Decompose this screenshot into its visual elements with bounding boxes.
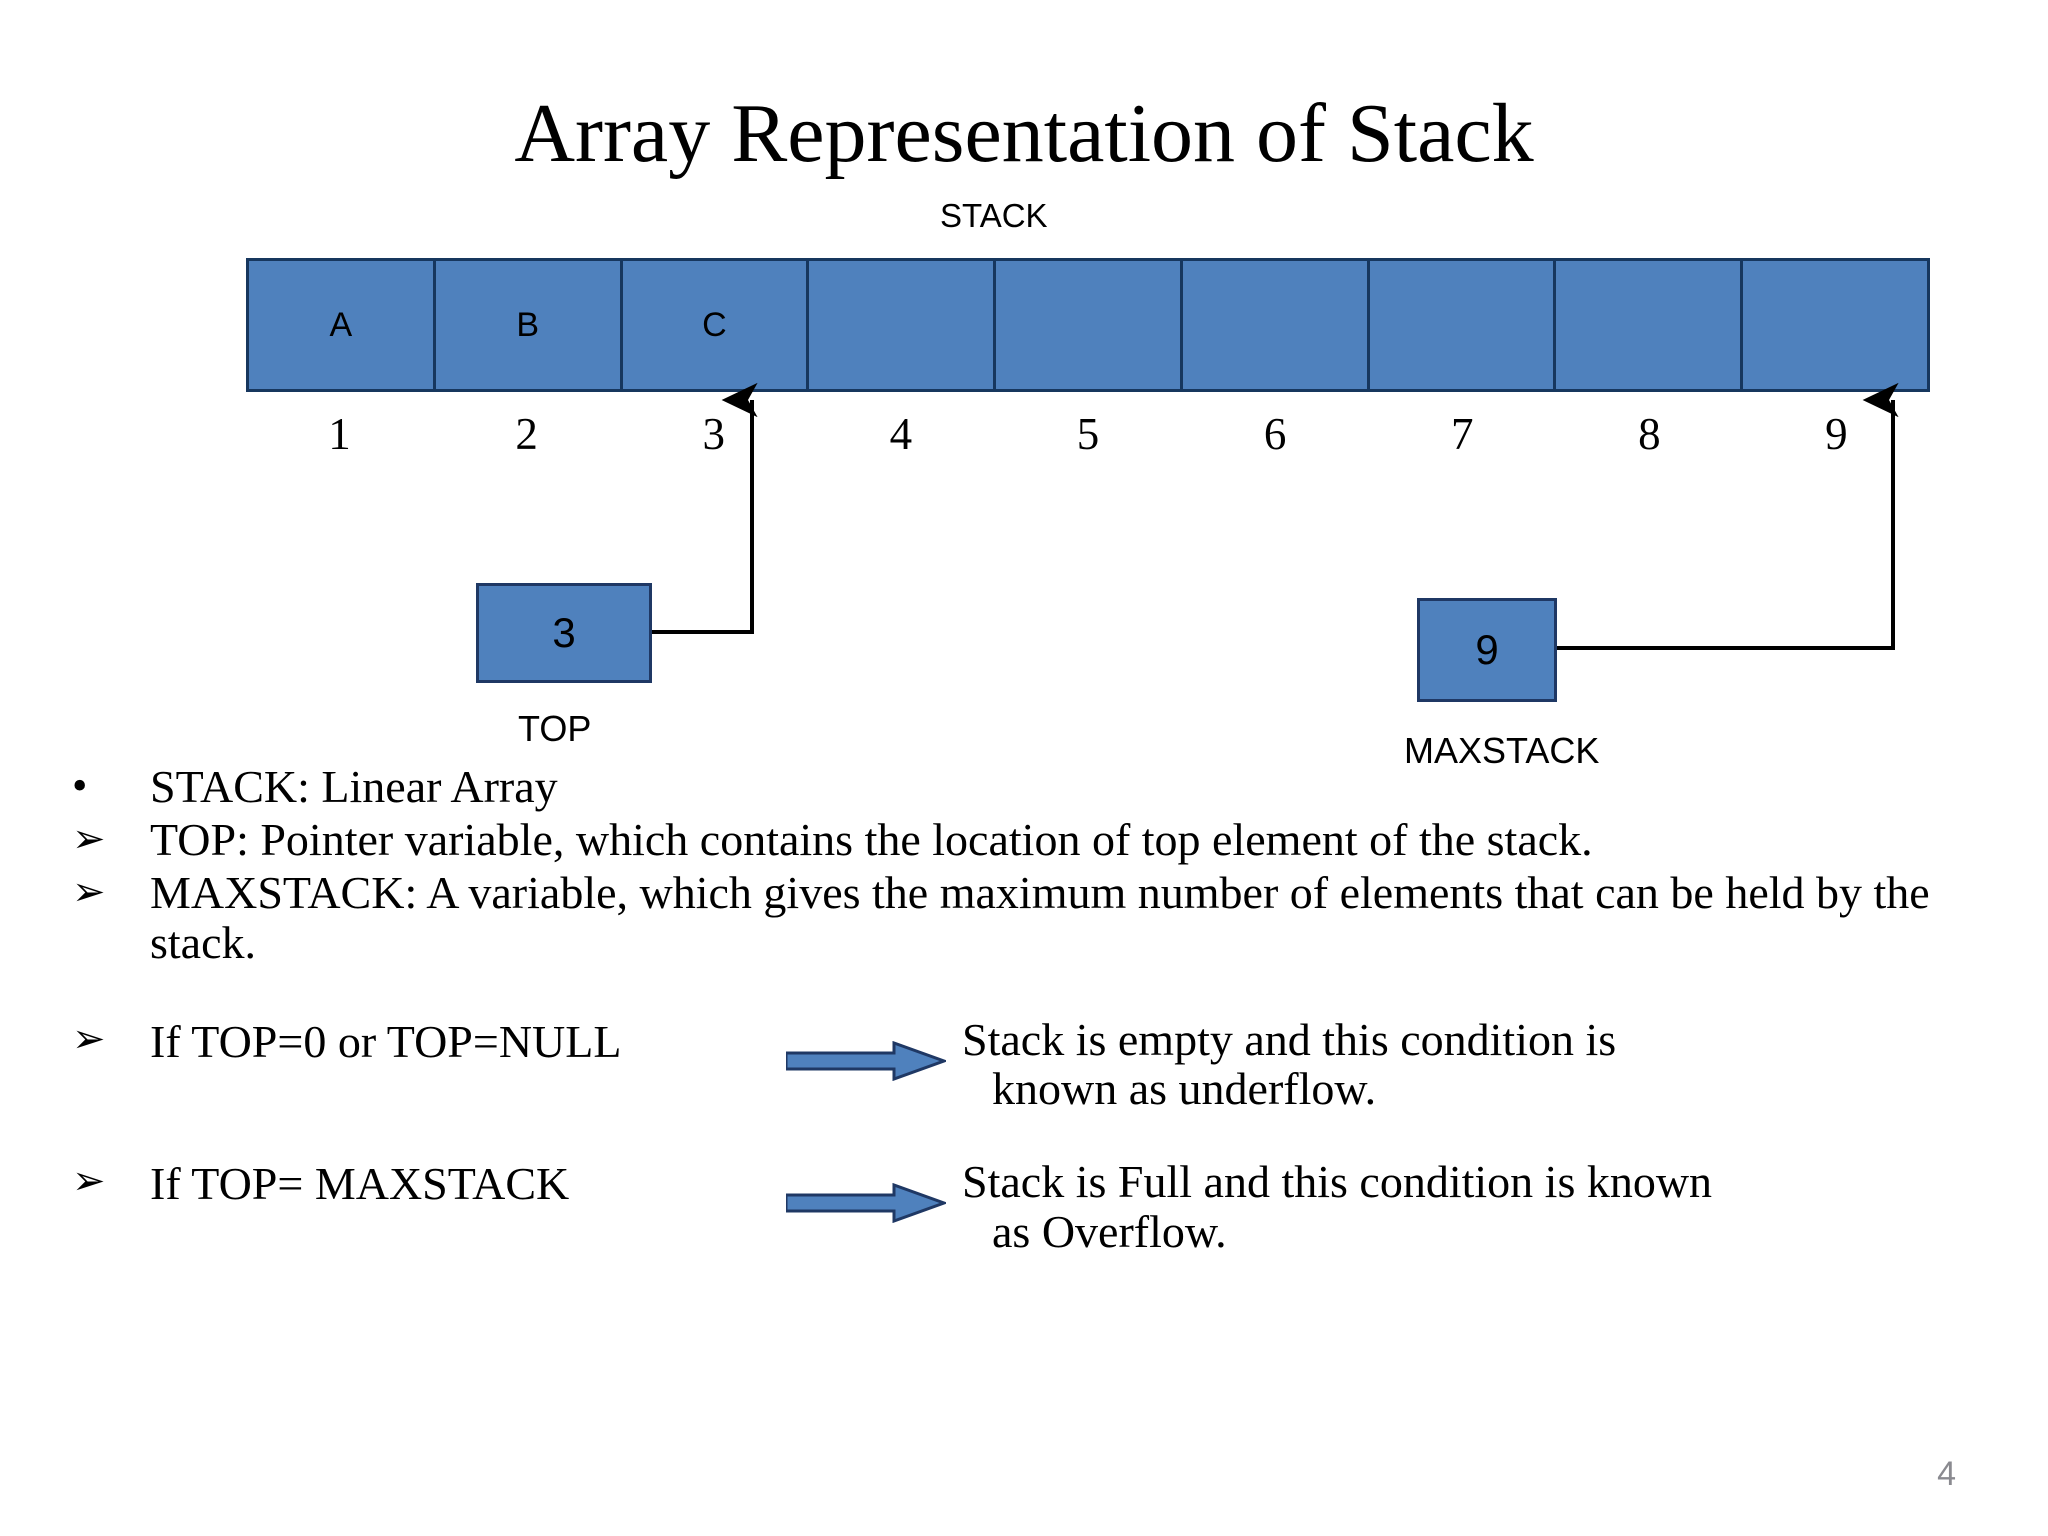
bullet-text: TOP: Pointer variable, which contains th…	[150, 814, 1593, 866]
stack-index-1: 1	[328, 409, 351, 459]
maxstack-pointer-label: MAXSTACK	[1404, 730, 1600, 771]
page-number: 4	[1937, 1455, 1956, 1493]
block-arrow-right-icon	[784, 1157, 956, 1232]
stack-cell-9	[1743, 261, 1928, 389]
list-item: ➢ TOP: Pointer variable, which contains …	[72, 815, 1992, 864]
condition-row-overflow: ➢ If TOP= MAXSTACK Stack is Full and thi…	[72, 1156, 1992, 1257]
condition-result: Stack is Full and this condition is know…	[956, 1156, 1992, 1257]
stack-cell-4	[809, 261, 997, 389]
block-arrow-right-icon	[784, 1015, 956, 1090]
stack-index-9: 9	[1825, 409, 1848, 459]
stack-cell-6	[1182, 261, 1370, 389]
bullet-text: MAXSTACK: A variable, which gives the ma…	[150, 867, 1930, 968]
bullet-arrowhead-icon: ➢	[72, 1158, 106, 1205]
stack-index-2: 2	[515, 409, 538, 459]
bullet-text: STACK: Linear Array	[150, 761, 558, 812]
stack-index-5: 5	[1076, 409, 1100, 459]
page-title: Array Representation of Stack	[514, 87, 1534, 180]
stack-index-7: 7	[1450, 409, 1474, 459]
condition-result: Stack is empty and this condition is kno…	[956, 1013, 1992, 1115]
stack-cell-3: C	[622, 261, 810, 389]
maxstack-pointer-box: 9	[1417, 598, 1557, 702]
condition-result-line2: known as underflow.	[992, 1063, 1377, 1115]
condition-result-line1: Stack is empty and this condition is	[962, 1013, 1617, 1065]
stack-caption-label: STACK	[940, 197, 1048, 234]
list-item: • STACK: Linear Array	[72, 762, 1992, 811]
stack-cell-7	[1369, 261, 1557, 389]
bullet-arrowhead-icon: ➢	[72, 816, 106, 863]
condition-result-line1: Stack is Full and this condition is know…	[962, 1156, 1713, 1208]
stack-cell-2: B	[435, 261, 623, 389]
stack-cell-1: A	[249, 261, 436, 389]
bullet-dot-icon: •	[72, 761, 88, 810]
stack-cell-5	[996, 261, 1183, 389]
stack-index-3: 3	[702, 409, 726, 459]
stack-array: A B C	[246, 258, 1930, 392]
condition-result-line2: as Overflow.	[992, 1205, 1227, 1257]
top-pointer-box: 3	[476, 583, 652, 683]
condition-text: If TOP=0 or TOP=NULL	[150, 1015, 622, 1067]
condition-text: If TOP= MAXSTACK	[150, 1158, 570, 1210]
top-pointer-label: TOP	[518, 708, 592, 749]
stack-index-6: 6	[1263, 409, 1287, 459]
stack-index-4: 4	[889, 409, 913, 459]
bullet-arrowhead-icon: ➢	[72, 869, 106, 916]
list-item: ➢ MAXSTACK: A variable, which gives the …	[72, 867, 1992, 968]
stack-index-row: 1 2 3 4 5 6 7 8 9	[246, 412, 1930, 468]
bullet-list: • STACK: Linear Array ➢ TOP: Pointer var…	[72, 762, 1992, 1256]
stack-index-8: 8	[1638, 409, 1661, 459]
stack-cell-8	[1556, 261, 1744, 389]
bullet-arrowhead-icon: ➢	[72, 1015, 106, 1062]
condition-row-underflow: ➢ If TOP=0 or TOP=NULL Stack is empty an…	[72, 1013, 1992, 1115]
